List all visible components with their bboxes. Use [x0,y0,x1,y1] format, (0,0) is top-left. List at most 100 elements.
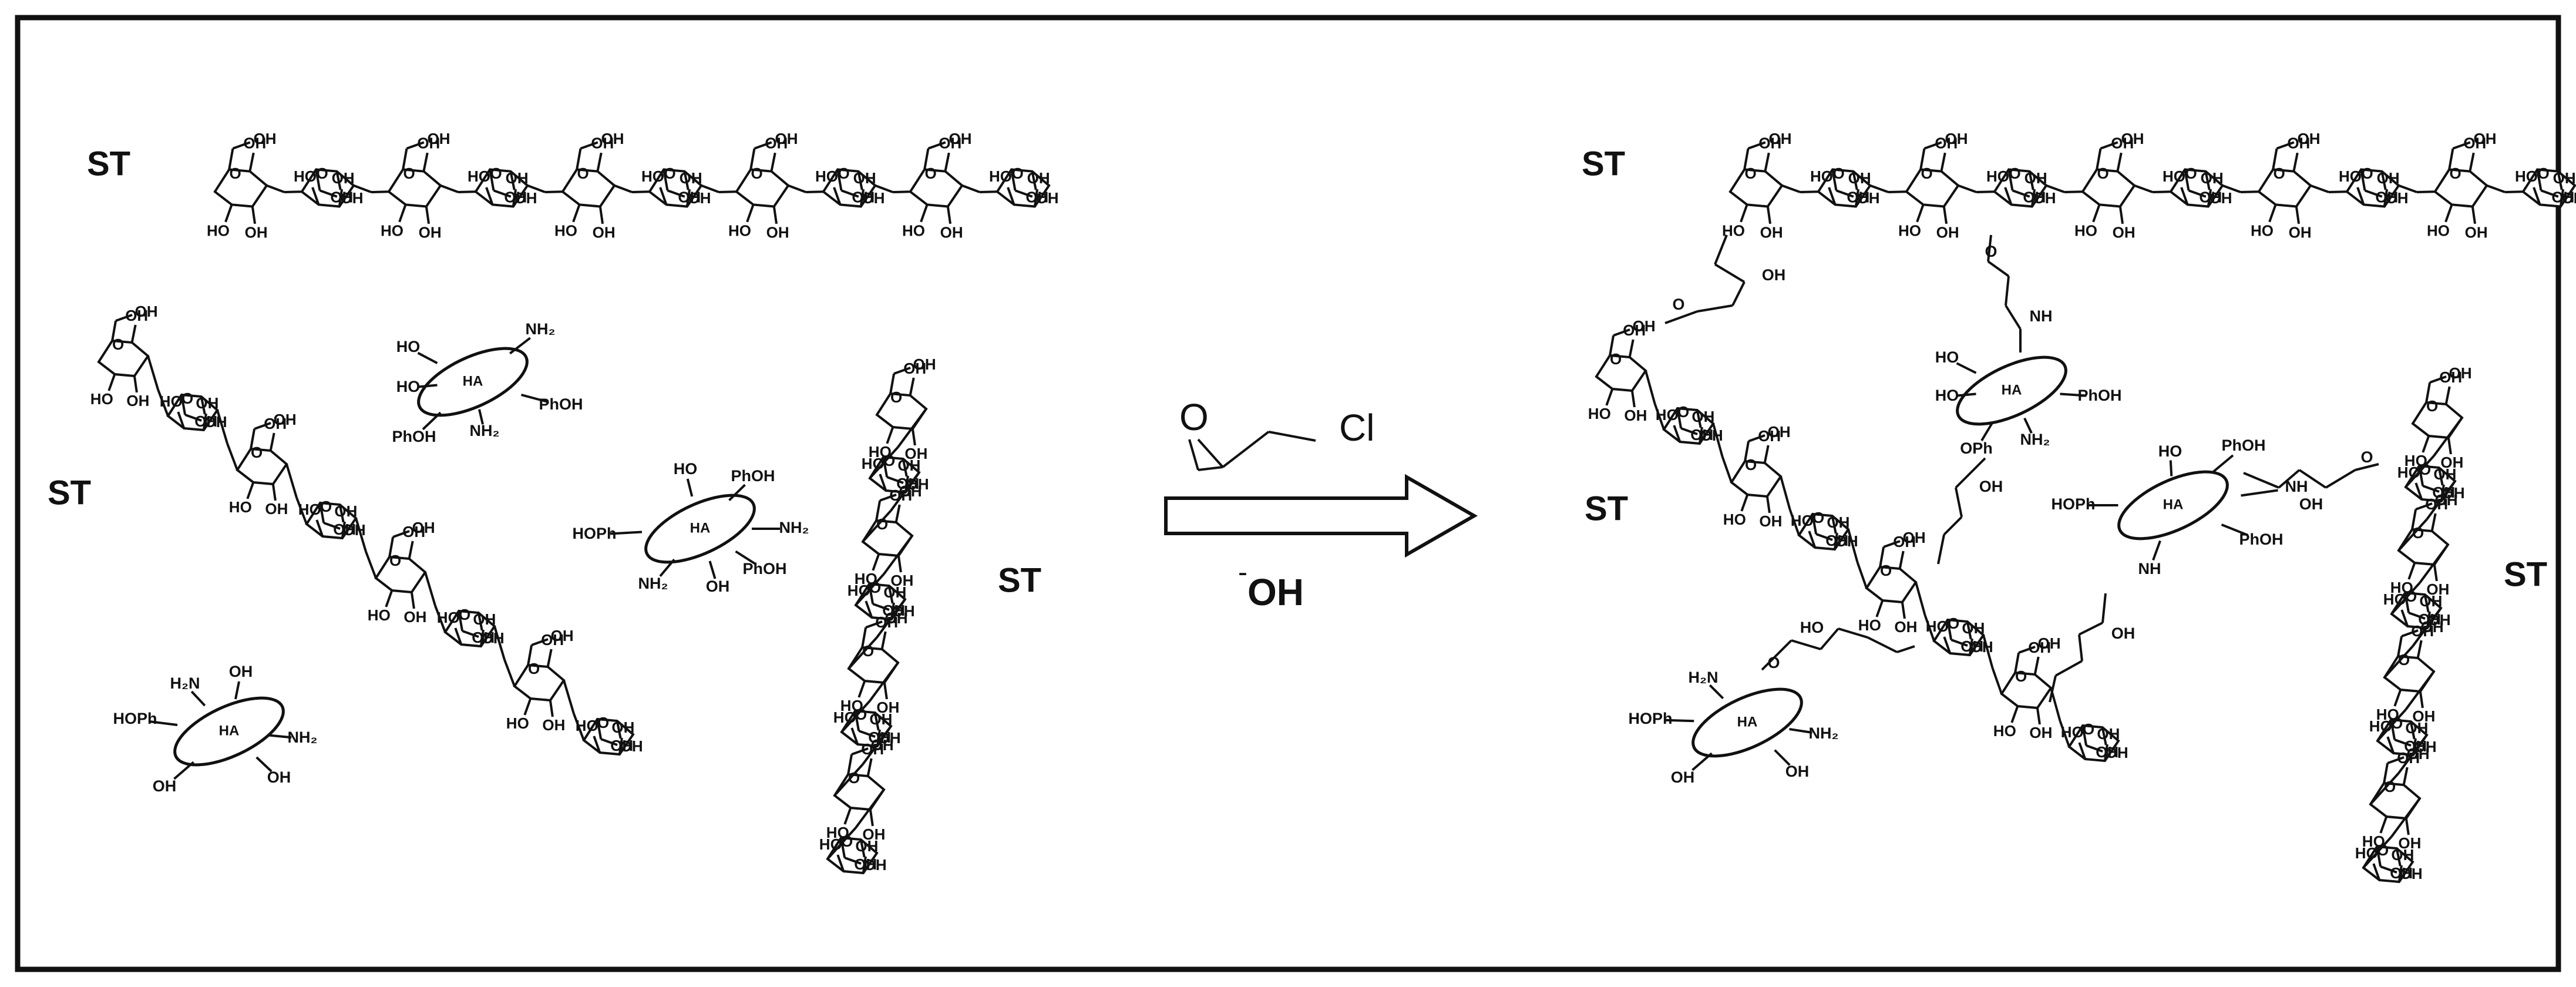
ha-substituent-label: NH [2285,478,2308,495]
bridge-bond [2298,469,2327,489]
ha-substituent-bond [735,550,756,565]
ring-oxygen: O [2362,164,2373,182]
substituent-bond [1875,600,1884,617]
ch2-bond [840,837,846,858]
ha-ellipse [173,696,285,767]
glycosidic-bond [226,443,238,471]
glycosidic-bond [1982,634,1994,669]
hydroxyl-label: HO [1898,221,1921,239]
ha-substituent-bond [2152,540,2161,561]
glycosidic-bond [826,827,857,860]
bridge-bond [2049,675,2057,703]
ch2-bond [2014,652,2020,673]
ha-substituent-bond [149,720,178,726]
bridge-bond [1731,281,1746,306]
substituent-bond [1828,187,1837,206]
hydroxyl-label: OH [688,189,711,207]
glycosidic-bond [848,636,878,670]
glycosidic-bond [701,184,719,193]
ch2-bond [923,148,930,170]
glycosidic-bond [2398,184,2417,193]
glycosidic-bond [424,572,436,606]
bridge-bond [1820,627,1839,650]
ch2-bond [2448,148,2454,170]
ha-substituent-bond [478,409,484,425]
glycosidic-bond [527,184,546,193]
ha-substituent-bond [1691,752,1713,771]
hydroxyl-label: HO [2383,590,2406,608]
ch2-bond [1676,408,1683,429]
substituent-bond [2402,767,2409,785]
glycosidic-bond [890,471,920,512]
ch2-bond [2383,763,2389,784]
ha-substituent-bond [173,761,194,780]
ch2-bond [2390,719,2396,740]
hydroxyl-label: OH [332,169,355,187]
ha-substituent-label: HO [396,378,421,395]
substituent-bond [477,612,483,631]
bridge-bond [2055,660,2083,677]
ha-ellipse [1691,687,1803,758]
ha-substituent-bond [1709,684,1724,700]
hydroxyl-label: OH [1835,532,1858,550]
hydroxyl-label: OH [2377,169,2400,187]
substituent-bond [425,206,431,224]
outer-frame [15,15,2561,972]
substituent-bond [2268,204,2277,223]
glycosidic-bond [1915,582,1926,616]
ch2-bond [250,428,256,449]
base-label: OH [1247,571,1304,613]
hydroxyl-label: OH [904,445,927,462]
ch2-bond [2418,465,2424,486]
ch2-bond [600,738,618,746]
substituent-bond [107,374,116,391]
glycosidic-bond [2310,184,2329,193]
hydroxyl-label: HO [2515,167,2538,185]
bridge-bond [2243,472,2279,489]
substituent-bond [2469,152,2475,172]
glycosidic-bond [1991,667,2003,694]
glycosidic-bond [855,788,885,829]
glycosidic-bond [862,725,892,766]
ch2-bond [1815,533,1833,541]
ch2-bond [2394,738,2412,747]
ha-substituent-bond [2060,392,2087,397]
substituent-bond [2397,865,2403,882]
chloride-label: Cl [1339,407,1374,449]
substituent-bond [836,854,845,872]
hydroxyl-label: HO [368,606,391,624]
hydroxyl-label: HO [207,221,230,239]
hydroxyl-label: HO [2427,221,2450,239]
ring-oxygen: O [528,660,540,677]
glycosidic-bond [2419,543,2449,584]
ch2-bond [2081,725,2088,746]
ring-oxygen: O [597,714,609,731]
ch2-bond [2184,169,2190,191]
ch2-bond [2096,148,2102,170]
substituent-bond [869,809,874,827]
ch2-bond [2012,189,2030,198]
ch2-bond [2397,636,2403,657]
substituent-bond [873,712,880,731]
substituent-bond [886,427,894,444]
substituent-bond [246,482,255,499]
ring-oxygen: O [2398,651,2410,669]
ring-oxygen: O [664,164,676,182]
hydroxyl-label: OH [2033,189,2056,207]
ch2-bond [2376,846,2382,867]
substituent-bond [911,428,916,446]
hydroxyl-label: OH [2405,719,2428,737]
hydroxyl-label: OH [1857,189,1880,207]
ch2-bond [1613,328,1630,337]
substituent-bond [335,171,342,190]
substituent-bond [2036,707,2041,725]
glycosidic-bond [266,184,285,193]
ha-substituent-bond [1956,362,1977,374]
ch2-bond [1835,189,1854,198]
ch2-bond [1609,335,1615,356]
